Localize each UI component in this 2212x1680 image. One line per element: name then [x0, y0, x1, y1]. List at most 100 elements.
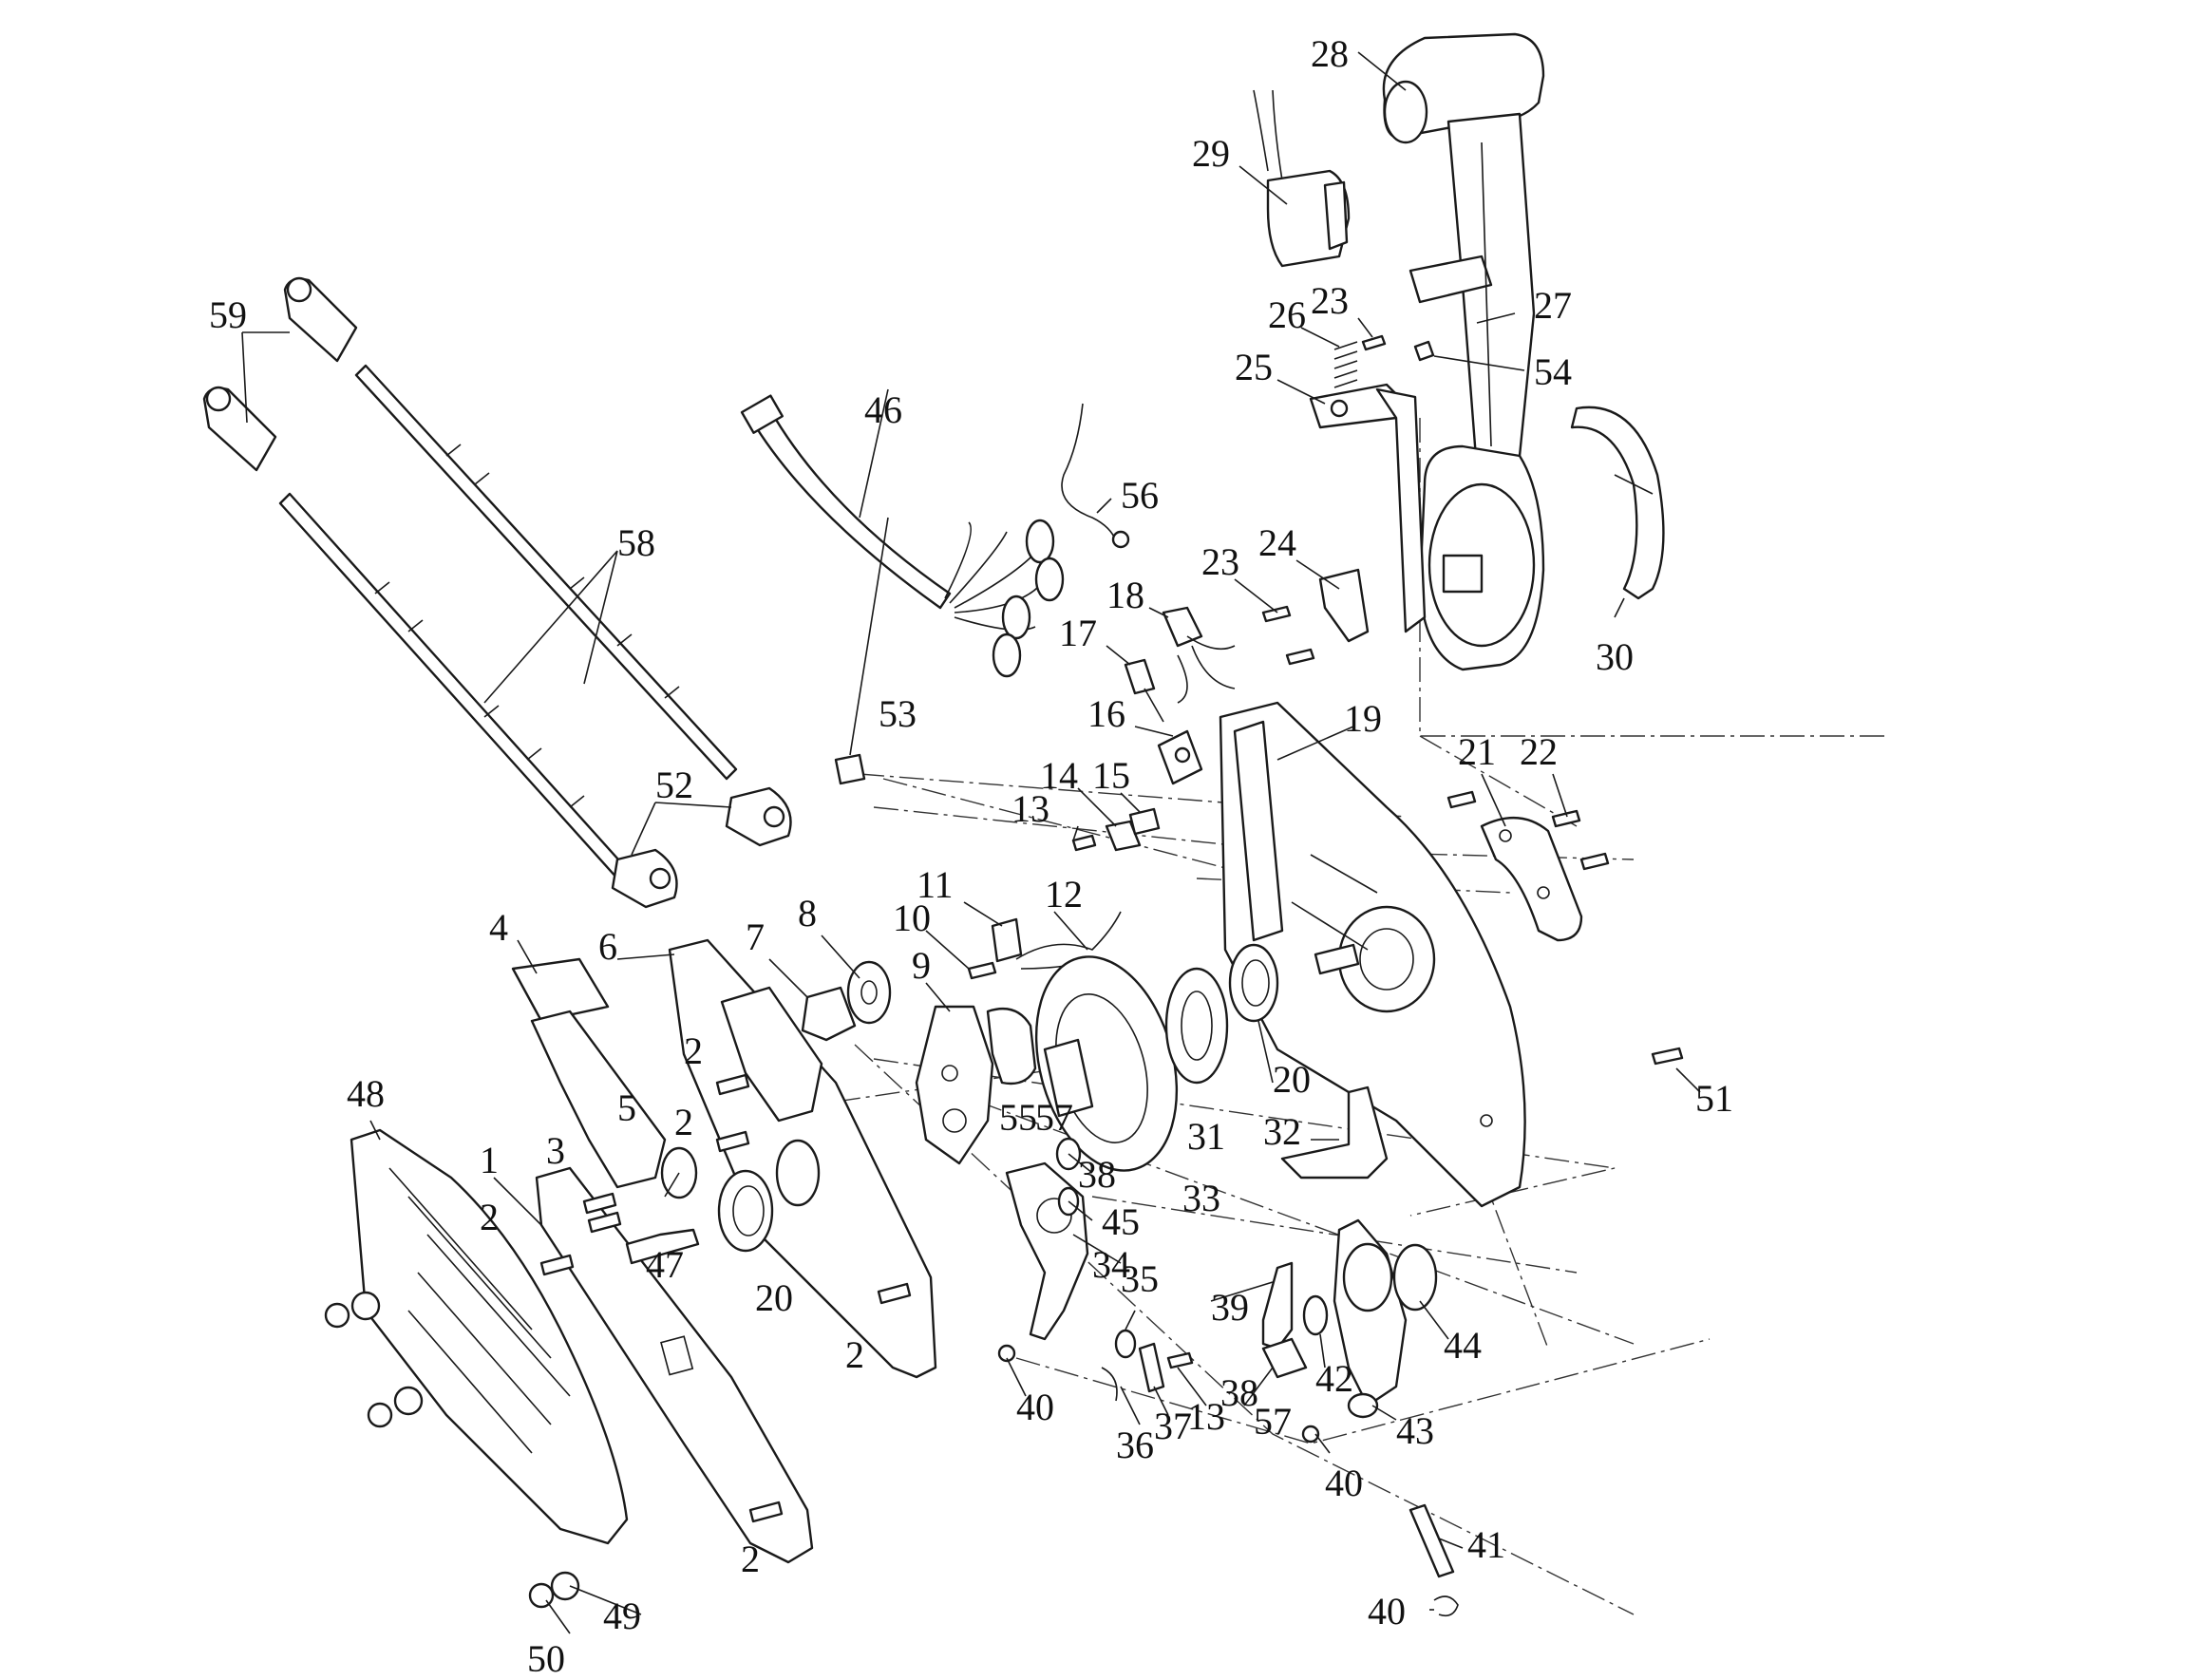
- gear-plate-7: [801, 986, 857, 1042]
- retaining-ring-part: [1570, 406, 1665, 600]
- callout-46: 46: [864, 388, 902, 431]
- callout-50: 50: [527, 1637, 565, 1680]
- callout-20: 20: [755, 1276, 793, 1319]
- callout-41: 41: [1467, 1523, 1505, 1566]
- callout-42: 42: [1315, 1357, 1353, 1400]
- callout-48: 48: [347, 1072, 385, 1115]
- detent-spring-part: [1333, 341, 1358, 388]
- callout-12: 12: [1045, 873, 1083, 916]
- cable-joint-part: [611, 786, 792, 909]
- callout-2: 2: [480, 1196, 499, 1238]
- screw-51: [1651, 1047, 1684, 1066]
- callout-29: 29: [1192, 132, 1230, 175]
- collar-20c: [775, 1139, 821, 1207]
- bolt-47: [625, 1228, 700, 1265]
- wire-clip-part: [834, 753, 866, 785]
- callout-39: 39: [1211, 1286, 1249, 1329]
- small-parts-35-37: [1101, 1329, 1194, 1402]
- mounting-bar-1: [535, 1166, 814, 1564]
- callout-54: 54: [1534, 350, 1572, 393]
- base-plate-48: [350, 1128, 629, 1545]
- nut-49-50: [324, 1291, 580, 1609]
- callout-33: 33: [1182, 1177, 1220, 1219]
- callout-40: 40: [1016, 1386, 1054, 1428]
- callout-9: 9: [912, 944, 931, 987]
- screw-13a: [1071, 834, 1097, 852]
- callout-6: 6: [598, 925, 617, 968]
- shaft-57: [1043, 1038, 1094, 1118]
- callout-2: 2: [845, 1333, 864, 1376]
- callout-14: 14: [1040, 754, 1078, 797]
- callout-43: 43: [1396, 1409, 1434, 1452]
- callout-10: 10: [893, 897, 931, 939]
- callout-35: 35: [1121, 1257, 1159, 1300]
- collar-20b: [717, 1169, 774, 1253]
- callout-8: 8: [798, 892, 817, 934]
- callout-20: 20: [1273, 1058, 1311, 1101]
- callout-57: 57: [1254, 1400, 1292, 1443]
- callout-23: 23: [1201, 540, 1239, 583]
- bracket-32: [1280, 1085, 1389, 1180]
- callout-3: 3: [546, 1129, 565, 1172]
- screw-3: [582, 1192, 622, 1234]
- gear-ring-33: [1034, 955, 1179, 1172]
- callout-25: 25: [1235, 346, 1273, 388]
- collar-20a: [1228, 943, 1279, 1023]
- callout-17: 17: [1059, 612, 1097, 654]
- shift-arm-34: [1005, 1161, 1089, 1341]
- callout-31: 31: [1187, 1115, 1225, 1158]
- clip-40: [997, 1344, 1459, 1617]
- bushing-55: [986, 1007, 1037, 1085]
- callout-59: 59: [209, 293, 247, 336]
- microswitch-part: [991, 917, 1023, 963]
- latch-lever-39: [1261, 1261, 1308, 1379]
- callout-26: 26: [1268, 293, 1306, 336]
- callout-44: 44: [1444, 1324, 1482, 1367]
- callout-2: 2: [674, 1101, 693, 1143]
- washer-14: [1105, 820, 1142, 852]
- callout-40: 40: [1368, 1590, 1406, 1633]
- control-cable-part: [278, 364, 738, 880]
- callout-47: 47: [646, 1243, 684, 1286]
- callout-52: 52: [655, 764, 693, 806]
- throttle-cam-plate-9: [915, 1005, 994, 1165]
- lever-hub-disc-part: [1418, 444, 1545, 671]
- callout-45: 45: [1102, 1200, 1140, 1243]
- callout-34: 34: [1092, 1243, 1130, 1286]
- screw-54: [1413, 340, 1435, 362]
- callout-15: 15: [1092, 754, 1130, 797]
- callout-53: 53: [879, 692, 917, 735]
- pin-17: [1124, 658, 1164, 723]
- callout-51: 51: [1695, 1077, 1733, 1120]
- washer-31: [1164, 967, 1229, 1085]
- callout-labels: 28 29 27 23 26 54 25 59 46 56 58 23 24 1…: [209, 32, 1733, 1680]
- callout-38: 38: [1078, 1153, 1116, 1196]
- callout-7: 7: [746, 916, 765, 958]
- main-housing-part: [1219, 701, 1526, 1208]
- callout-22: 22: [1520, 730, 1558, 773]
- callout-55: 55: [999, 1096, 1037, 1139]
- callout-16: 16: [1087, 692, 1125, 735]
- control-lever-arm-part: [1408, 112, 1536, 472]
- callout-11: 11: [917, 863, 954, 906]
- callout-1: 1: [480, 1139, 499, 1181]
- cover-plate-part: [511, 957, 667, 1189]
- screw-22: [1446, 790, 1610, 871]
- wiring-harness-part: [740, 394, 1065, 678]
- ring-44: [1392, 1243, 1438, 1312]
- callout-23: 23: [1311, 279, 1349, 322]
- callout-30: 30: [1596, 635, 1634, 678]
- callout-4: 4: [489, 906, 508, 949]
- callout-32: 32: [1263, 1110, 1301, 1153]
- cam-disc-8: [846, 960, 892, 1025]
- trim-switch-part: [1162, 606, 1236, 704]
- lock-plate-part: [1318, 568, 1370, 643]
- callout-21: 21: [1458, 730, 1496, 773]
- callout-49: 49: [603, 1595, 641, 1637]
- ground-wire-part: [1061, 403, 1130, 549]
- callout-40: 40: [1325, 1462, 1363, 1504]
- callout-13: 13: [1011, 787, 1049, 830]
- screw-2: [539, 1073, 912, 1523]
- callout-57: 57: [1035, 1096, 1073, 1139]
